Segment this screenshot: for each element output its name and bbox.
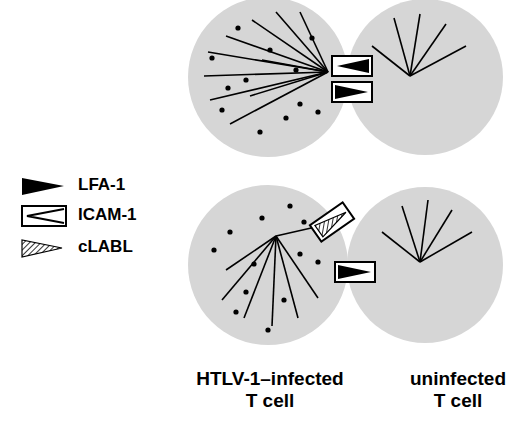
granule-dot: [265, 327, 270, 332]
actin-fiber: [276, 12, 328, 72]
granule-dot: [251, 261, 256, 266]
granule-dot: [209, 55, 214, 60]
icam-box: [332, 82, 372, 102]
granule-dot: [315, 109, 320, 114]
granule-dot: [257, 129, 262, 134]
lfa-triangle: [335, 85, 368, 99]
actin-fiber: [272, 236, 276, 326]
granule-dot: [297, 101, 302, 106]
adhesion-pair: [332, 56, 372, 102]
granule-dot: [293, 67, 298, 72]
cell-label: uninfected T cell: [402, 368, 514, 412]
actin-fiber: [394, 18, 410, 76]
granule-dot: [243, 77, 248, 82]
icam-box: [310, 202, 354, 241]
clabl-symbol: [22, 240, 62, 257]
granule-dot: [233, 309, 238, 314]
granule-dot: [259, 215, 264, 220]
granule-dot: [309, 35, 314, 40]
icam-symbol: [22, 206, 66, 226]
actin-fiber: [402, 206, 420, 262]
actin-fiber: [420, 210, 452, 262]
actin-fiber: [244, 236, 276, 318]
actin-fiber: [204, 72, 328, 76]
infected-cell: [188, 0, 348, 157]
granule-dot: [297, 251, 302, 256]
actin-fiber: [410, 14, 420, 76]
actin-fiber: [410, 24, 446, 76]
legend-text: LFA-1: [78, 175, 188, 195]
granule-dot: [283, 115, 288, 120]
granule-dot: [211, 247, 216, 252]
granule-dot: [243, 289, 248, 294]
actin-fiber: [372, 46, 410, 76]
adhesion-pair: [335, 262, 375, 282]
lfa-symbol: [22, 178, 64, 195]
actin-fiber: [222, 236, 276, 300]
icam-box: [332, 56, 372, 76]
cytoskeleton: [204, 12, 472, 326]
uninfected-cell: [347, 0, 503, 155]
actin-fiber: [420, 232, 472, 262]
granule-dot: [219, 107, 224, 112]
actin-fiber: [300, 12, 328, 72]
actin-fiber: [420, 200, 428, 262]
infected-cell: [188, 185, 348, 345]
actin-fiber: [410, 46, 466, 76]
legend-text: cLABL: [78, 237, 188, 257]
actin-fiber: [210, 72, 328, 100]
granule-dot: [267, 47, 272, 52]
actin-fiber: [230, 72, 328, 124]
actin-fiber: [276, 236, 318, 298]
actin-fiber: [208, 52, 328, 72]
granule-dot: [225, 85, 230, 90]
legend-text: ICAM-1: [78, 205, 188, 225]
icam-box: [335, 262, 375, 282]
actin-fiber: [262, 60, 328, 72]
lfa-triangle: [338, 265, 371, 279]
icam-symbol: [27, 209, 64, 223]
legend-symbols: [22, 178, 66, 257]
granule-dot: [227, 229, 232, 234]
granule-dot: [287, 203, 292, 208]
cell-label: HTLV-1–infected T cell: [190, 368, 350, 412]
granule-dot: [315, 259, 320, 264]
clabl-triangle: [315, 207, 350, 237]
clabl-complex: [310, 202, 354, 241]
actin-fiber: [250, 72, 328, 96]
lfa-triangle: [337, 59, 369, 73]
granule-dot: [301, 219, 306, 224]
actin-fiber: [226, 236, 276, 270]
granules: [209, 25, 320, 332]
granule-dot: [235, 25, 240, 30]
actin-fiber: [382, 232, 420, 262]
granule-dot: [281, 297, 286, 302]
actin-fiber: [276, 236, 298, 318]
